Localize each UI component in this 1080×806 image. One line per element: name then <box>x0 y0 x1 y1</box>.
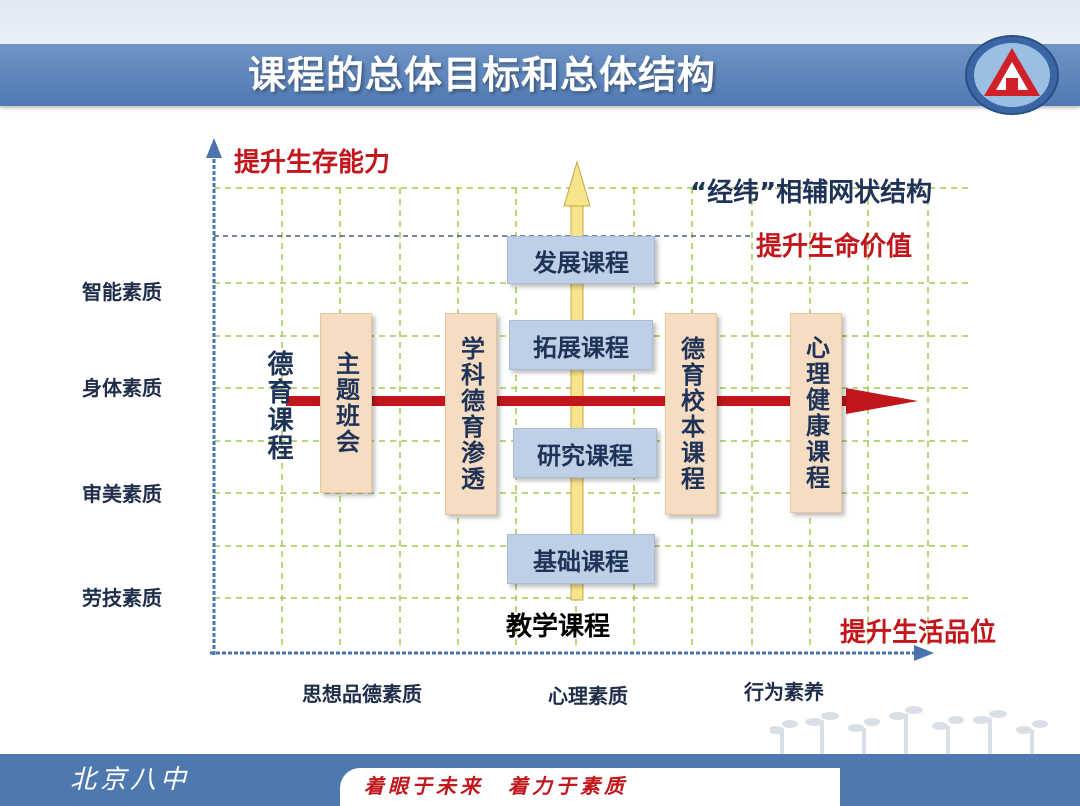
course-box-foundation: 基础课程 <box>507 534 655 584</box>
y-axis-top-label: 提升生存能力 <box>234 148 391 178</box>
course-box-research: 研究课程 <box>513 428 657 478</box>
moral-course-label: 德育课程 <box>263 350 293 462</box>
school-logo <box>965 35 1059 115</box>
footer-motto-panel <box>340 768 840 806</box>
footer-school-name: 北京八中 <box>70 765 191 795</box>
footer-motto: 着眼于未来 着力于素质 <box>364 774 628 798</box>
y-label-aesthetic: 审美素质 <box>82 482 162 506</box>
course-box-development: 发展课程 <box>507 236 655 284</box>
structure-label: “经纬”相辅网状结构 <box>690 178 933 208</box>
course-box-extension: 拓展课程 <box>509 320 653 370</box>
y-label-labor: 劳技素质 <box>82 586 162 610</box>
moral-box-subject-infiltration: 学科德育渗透 <box>445 313 497 515</box>
moral-box-class-meeting: 主题班会 <box>320 313 372 493</box>
moral-arrow <box>286 388 918 414</box>
title-band <box>0 44 1080 106</box>
x-label-moral: 思想品德素质 <box>302 682 422 706</box>
page-title: 课程的总体目标和总体结构 <box>248 53 717 97</box>
x-label-behavior: 行为素养 <box>744 680 824 704</box>
x-label-psychological: 心理素质 <box>548 684 628 708</box>
moral-box-mental-health: 心理健康课程 <box>790 313 842 513</box>
quality-label: 提升生活品位 <box>840 618 997 648</box>
moral-box-school-based: 德育校本课程 <box>665 313 717 515</box>
y-label-intelligence: 智能素质 <box>82 280 162 304</box>
teaching-course-label: 教学课程 <box>506 612 611 642</box>
y-label-physical: 身体素质 <box>82 376 162 400</box>
x-axis <box>210 645 934 661</box>
y-axis <box>206 138 222 655</box>
value-label: 提升生命价值 <box>756 232 913 262</box>
plants-decoration <box>770 706 1048 766</box>
